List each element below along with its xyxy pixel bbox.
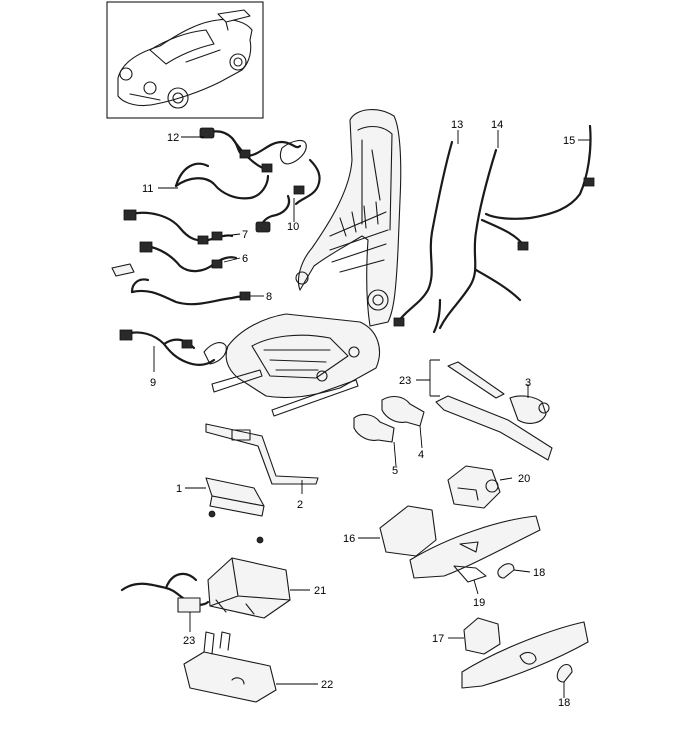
- vehicle-thumbnail: [106, 1, 264, 119]
- callout-23-upper: 23: [399, 375, 411, 387]
- callout-14: 14: [491, 119, 503, 131]
- wiring-harness-15: [484, 124, 595, 220]
- callout-19: 19: [473, 597, 485, 609]
- wiring-harness-14: [438, 148, 529, 330]
- callout-22: 22: [321, 679, 333, 691]
- callout-9: 9: [150, 377, 156, 389]
- callout-2: 2: [297, 499, 303, 511]
- callout-8: 8: [266, 291, 272, 303]
- motor-4: [381, 395, 425, 427]
- callout-3: 3: [525, 377, 531, 389]
- wiring-harness-7: [123, 209, 234, 245]
- mounting-bracket-22: [183, 631, 277, 703]
- callout-15: 15: [563, 135, 575, 147]
- callout-21: 21: [314, 585, 326, 597]
- callout-10: 10: [287, 221, 299, 233]
- callout-11: 11: [142, 183, 153, 195]
- leader-lines: [153, 130, 590, 698]
- wiring-harness-9: [119, 329, 227, 366]
- seat-base-frame: [211, 313, 380, 417]
- callout-5: 5: [392, 465, 398, 477]
- motor-3: [509, 395, 550, 424]
- wiring-harness-8: [111, 263, 251, 306]
- control-unit-1: [205, 477, 265, 544]
- callout-1: 1: [176, 483, 182, 495]
- mounting-bracket-2: [205, 423, 319, 485]
- callout-20: 20: [518, 473, 530, 485]
- callout-12: 12: [167, 132, 179, 144]
- seat-rail-trim-16: [379, 505, 541, 583]
- seat-adjuster-20: [447, 465, 501, 509]
- wiring-harness-12: [199, 127, 307, 173]
- callout-7: 7: [242, 229, 248, 241]
- callout-18-lower: 18: [558, 697, 570, 709]
- wiring-harness-23: [120, 572, 210, 613]
- callout-4: 4: [418, 449, 424, 461]
- wiring-harness-11: [174, 158, 321, 206]
- wiring-harness-13: [393, 140, 454, 334]
- callout-23-lower: 23: [183, 635, 195, 647]
- callout-17: 17: [432, 633, 444, 645]
- callout-18-upper: 18: [533, 567, 545, 579]
- seat-rail-trim-17: [461, 617, 589, 689]
- drive-rod-23: [435, 361, 553, 461]
- motor-5: [353, 413, 395, 443]
- wiring-harness-6: [139, 241, 238, 273]
- backrest-frame: [295, 109, 402, 327]
- callout-labels: 12 11 10 7 6 8 9 13 14 15 1 2 3 4 5 23 2…: [142, 119, 575, 709]
- callout-13: 13: [451, 119, 463, 131]
- airbag-module-21: [207, 557, 291, 619]
- callout-16: 16: [343, 533, 355, 545]
- callout-6: 6: [242, 253, 248, 265]
- wiring-harness-10: [255, 185, 305, 233]
